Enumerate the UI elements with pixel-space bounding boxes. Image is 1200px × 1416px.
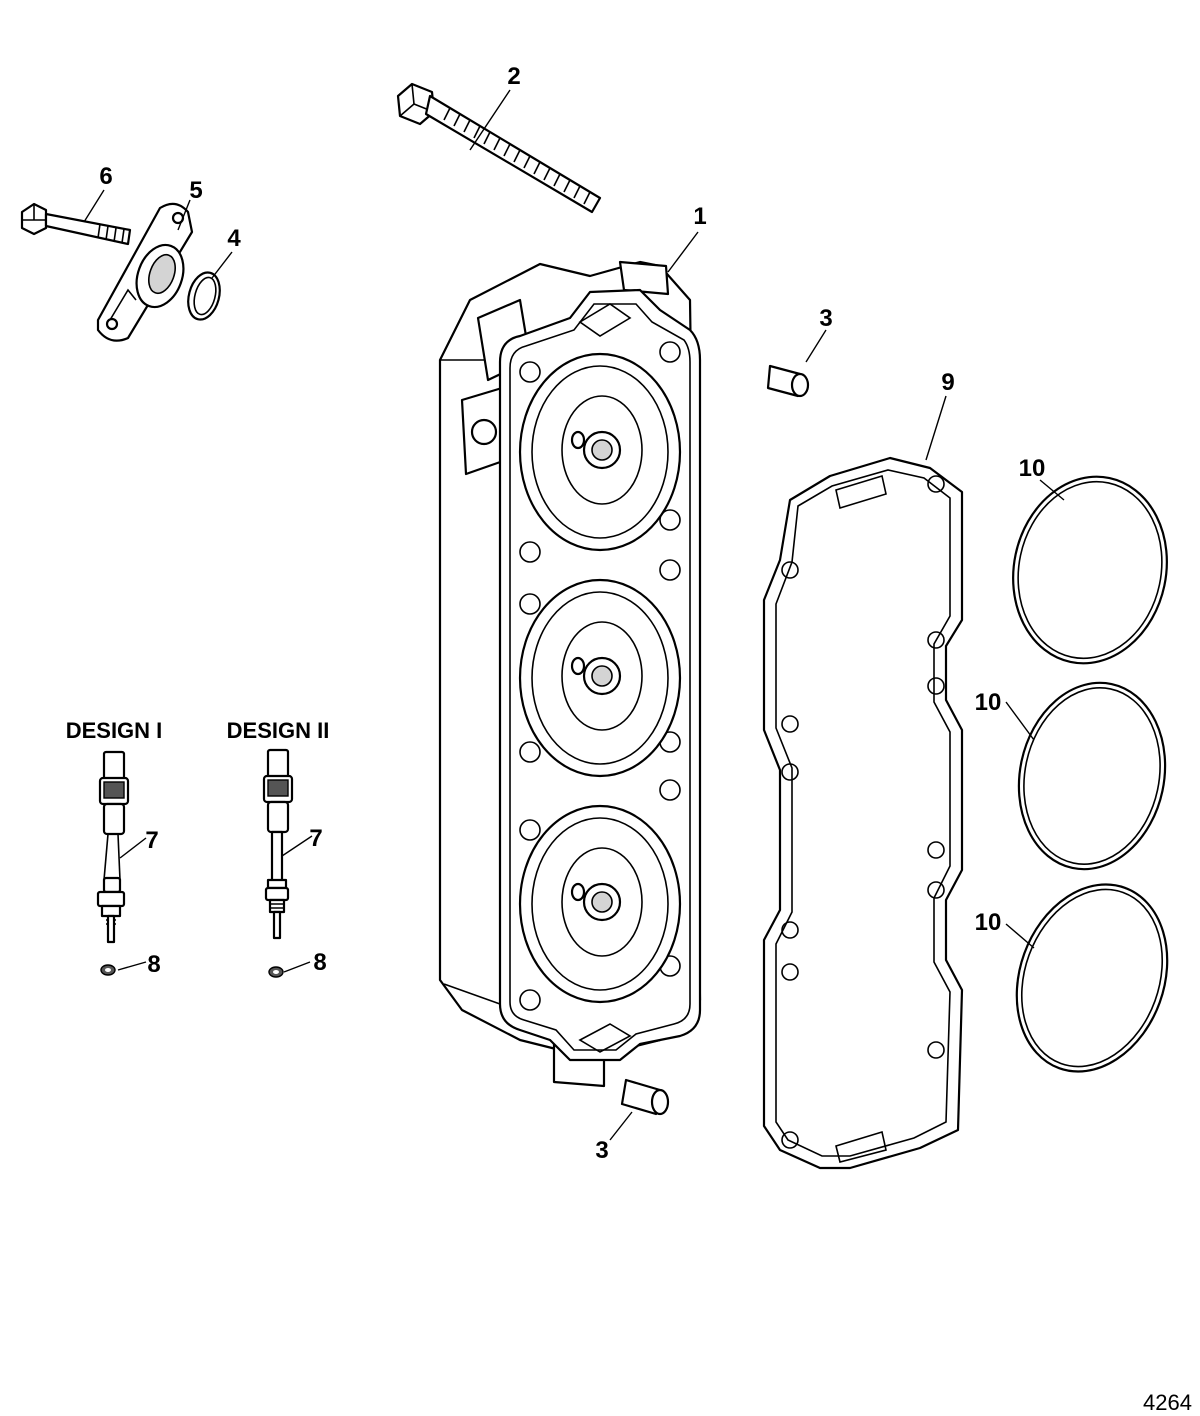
long-bolt-part-2: [396, 82, 602, 214]
gasket-part-9: [762, 395, 964, 1170]
callout-label-6: 6: [99, 163, 112, 190]
callout-label-10-middle: 10: [975, 689, 1002, 716]
o-ring-part-10-top: [1012, 475, 1168, 665]
callout-label-3-bottom: 3: [595, 1137, 608, 1164]
dowel-pin-part-3-top: [766, 329, 827, 398]
callout-label-1: 1: [693, 203, 706, 230]
design-1-heading: DESIGN I: [66, 718, 163, 743]
combustion-chamber: [518, 804, 682, 1004]
callout-label-3-top: 3: [819, 305, 832, 332]
flange-cover-part-5: [96, 199, 194, 342]
design-2-heading: DESIGN II: [227, 718, 330, 743]
combustion-chamber: [518, 352, 682, 552]
figure-number: 4264: [1143, 1390, 1192, 1415]
callout-label-4: 4: [227, 225, 241, 252]
o-ring-part-10-middle: [1005, 681, 1167, 871]
sensor-design-2-part-7: [262, 748, 313, 940]
washer-design-1-part-8: [100, 961, 147, 976]
washer-design-2-part-8: [268, 961, 311, 978]
callout-label-10-bottom: 10: [975, 909, 1002, 936]
combustion-chamber: [518, 578, 682, 778]
callout-label-8-design-1: 8: [147, 951, 160, 978]
cylinder-head-part-1: [438, 231, 702, 1088]
o-ring-part-4: [187, 251, 233, 321]
callout-label-7-design-1: 7: [145, 827, 158, 854]
callout-label-7-design-2: 7: [309, 825, 322, 852]
callout-label-2: 2: [507, 63, 520, 90]
dowel-pin-part-3-bottom: [609, 1078, 670, 1141]
callout-label-8-design-2: 8: [313, 949, 326, 976]
callout-label-9: 9: [941, 369, 954, 396]
bolt-part-6: [20, 189, 132, 246]
o-ring-part-10-bottom: [1005, 883, 1169, 1073]
callout-label-10-top: 10: [1019, 455, 1046, 482]
sensor-design-1-part-7: [96, 750, 147, 944]
callout-label-5: 5: [189, 177, 202, 204]
